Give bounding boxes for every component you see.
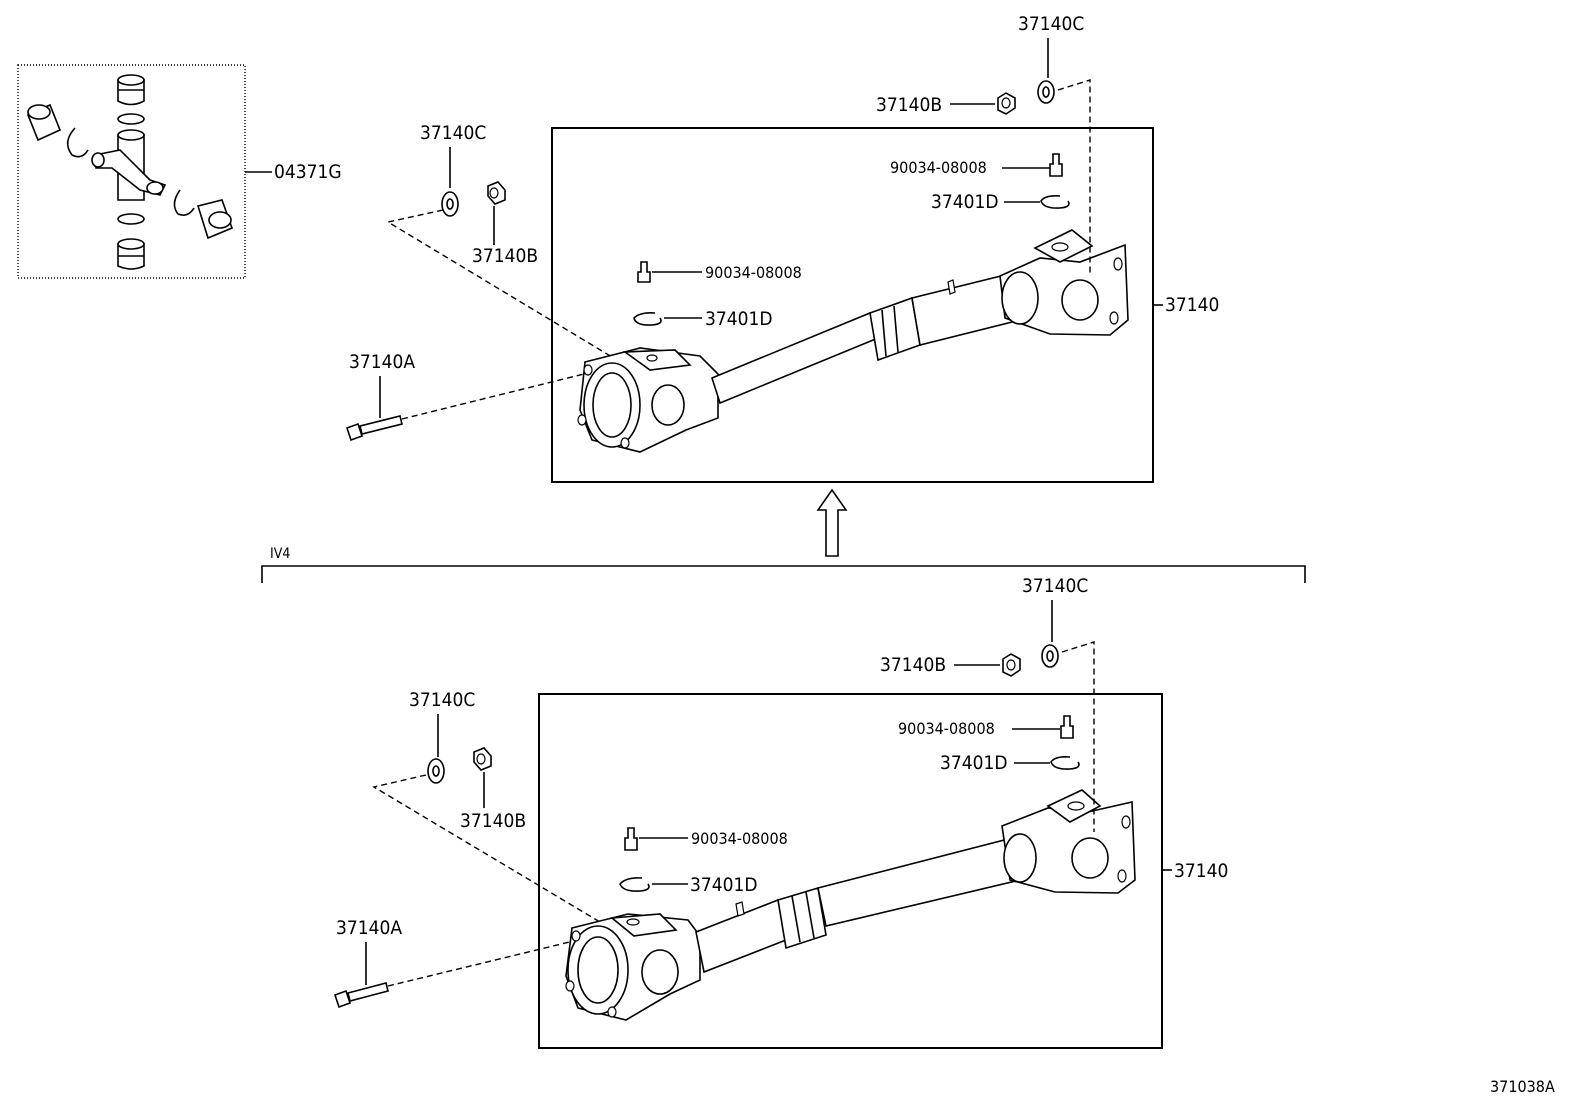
label-bottom-snapring-left: 37401D — [690, 874, 758, 896]
label-variant-iv4: IV4 — [270, 546, 290, 562]
kit-snap-ring-right — [173, 189, 195, 216]
universal-joint-kit-group: 04371G — [17, 64, 342, 279]
washer-icon — [427, 758, 445, 784]
top-right-washer-dash-path — [1057, 79, 1091, 275]
snap-ring-icon — [619, 877, 650, 892]
top-bolt-dash-path — [401, 369, 601, 420]
nut-icon — [473, 747, 492, 771]
snap-ring-icon — [1050, 756, 1080, 770]
kit-bearing-cup-top — [117, 74, 145, 106]
label-top-left-nut: 37140B — [472, 245, 538, 267]
label-bottom-fitting-right: 90034-08008 — [898, 719, 995, 738]
kit-snap-ring-bottom — [117, 213, 145, 225]
lower-assembly-group: 37140C 37140B 37140A 90034-08008 37 — [333, 575, 1228, 1049]
upper-assembly-group: 37140C 37140B 37140A 90034-08008 — [345, 13, 1219, 483]
label-bottom-shaft-assembly: 37140 — [1174, 860, 1228, 882]
label-top-fitting-right: 90034-08008 — [890, 158, 987, 177]
bottom-bolt-dash-path — [387, 937, 587, 987]
label-top-bolt: 37140A — [349, 351, 415, 373]
kit-bearing-cup-right — [196, 199, 234, 240]
variant-bracket: IV4 — [261, 546, 1306, 583]
bolt-icon — [333, 982, 389, 1009]
nut-icon — [1002, 653, 1021, 677]
label-top-fitting-left: 90034-08008 — [705, 263, 802, 282]
bolt-icon — [345, 415, 403, 442]
kit-bearing-cup-left — [26, 103, 62, 142]
grease-fitting-icon — [624, 827, 638, 851]
up-arrow-icon — [816, 488, 848, 557]
washer-icon — [1041, 644, 1059, 668]
label-top-snapring-right: 37401D — [931, 191, 999, 213]
top-left-washer-dash-path — [386, 209, 613, 358]
grease-fitting-icon — [637, 261, 651, 283]
kit-bearing-cup-bottom — [117, 238, 145, 270]
snap-ring-icon — [1040, 195, 1070, 209]
snap-ring-icon — [633, 312, 662, 326]
kit-snap-ring-top — [117, 113, 145, 125]
label-bottom-bolt: 37140A — [336, 917, 402, 939]
label-top-right-washer: 37140C — [1018, 13, 1084, 35]
bottom-propeller-shaft — [565, 789, 1136, 1021]
label-bottom-fitting-left: 90034-08008 — [691, 829, 788, 848]
bottom-left-washer-dash-path — [372, 774, 601, 923]
bottom-shaft-frame — [538, 693, 1163, 1049]
kit-spider-cross — [91, 129, 167, 201]
washer-icon — [1037, 80, 1055, 104]
label-top-right-nut: 37140B — [876, 94, 942, 116]
label-bottom-right-nut: 37140B — [880, 654, 946, 676]
label-kit-04371g: 04371G — [274, 161, 342, 183]
grease-fitting-icon — [1049, 153, 1063, 177]
bottom-right-washer-dash-path — [1061, 641, 1095, 832]
washer-icon — [441, 191, 459, 217]
label-top-left-washer: 37140C — [420, 122, 486, 144]
label-bottom-left-nut: 37140B — [460, 810, 526, 832]
nut-icon — [487, 181, 506, 205]
kit-snap-ring-left — [66, 127, 89, 158]
grease-fitting-icon — [1060, 715, 1074, 739]
label-bottom-right-washer: 37140C — [1022, 575, 1088, 597]
label-bottom-snapring-right: 37401D — [940, 752, 1008, 774]
figure-code: 371038A — [1490, 1077, 1555, 1096]
top-propeller-shaft — [577, 229, 1129, 453]
label-top-snapring-left: 37401D — [705, 308, 773, 330]
nut-icon — [997, 92, 1016, 115]
label-bottom-left-washer: 37140C — [409, 689, 475, 711]
label-top-shaft-assembly: 37140 — [1165, 294, 1219, 316]
